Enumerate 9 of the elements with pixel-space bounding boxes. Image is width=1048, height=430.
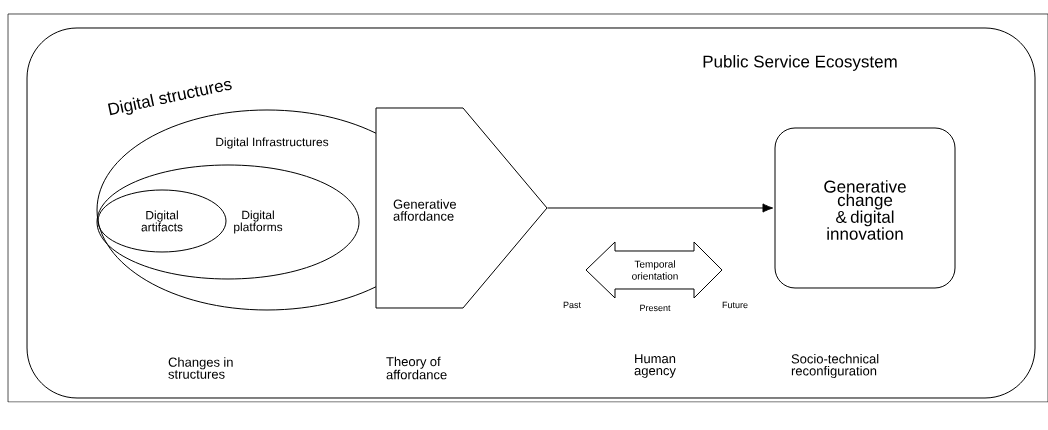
column-label: Changes in structures: [168, 357, 233, 379]
column-label: Socio-technical reconfiguration: [791, 353, 879, 379]
rounded-box: Generative change & digital innovation: [774, 127, 956, 289]
arrow: [547, 203, 774, 213]
column-label: Theory of affordance: [386, 356, 447, 380]
time-label: Future: [722, 301, 748, 309]
column-label: Human agency: [634, 354, 676, 378]
time-label: Past: [563, 301, 581, 309]
heading: Digital structures: [107, 80, 232, 116]
